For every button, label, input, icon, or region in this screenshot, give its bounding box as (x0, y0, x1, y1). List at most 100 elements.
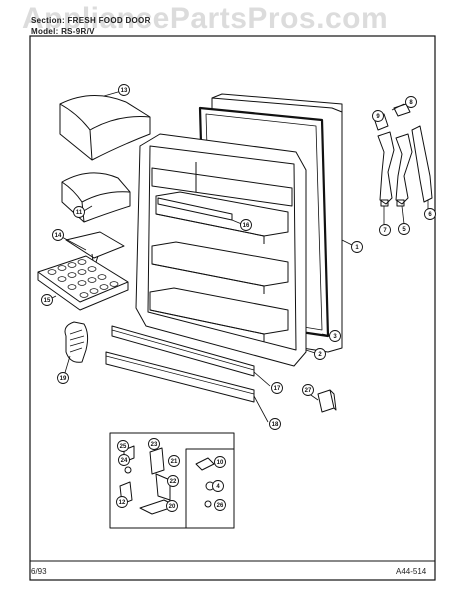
callout-8: 8 (405, 96, 417, 108)
callout-number: 27 (305, 388, 312, 394)
callout-20: 20 (166, 500, 178, 512)
callout-circle (212, 480, 224, 492)
callout-number: 20 (169, 504, 176, 510)
callout-number: 19 (60, 376, 67, 382)
watermark: AppliancePartsPros.com (22, 2, 389, 35)
callout-number: 1 (355, 245, 359, 251)
callout-27: 27 (302, 384, 314, 396)
callout-14: 14 (52, 229, 64, 241)
callout-circle (117, 440, 129, 452)
part-11-cover (61, 172, 131, 223)
callout-number: 24 (121, 458, 128, 464)
callout-number: 25 (120, 444, 127, 450)
callout-number: 26 (217, 503, 224, 509)
callout-number: 7 (383, 228, 387, 234)
callout-circle (73, 206, 85, 218)
inset-fastener-parts (195, 457, 215, 508)
callout-number: 22 (170, 479, 177, 485)
callout-circle (166, 500, 178, 512)
callout-markers: 1234567891011121314151617181920212223242… (41, 84, 436, 512)
part-7-hinge (377, 131, 395, 207)
callout-number: 3 (333, 334, 337, 340)
callout-19: 19 (57, 372, 69, 384)
callout-4: 4 (212, 480, 224, 492)
part-6-strip (411, 125, 433, 203)
callout-circle (424, 208, 436, 220)
callout-circle (214, 456, 226, 468)
footer-page-code: A44-514 (396, 567, 427, 576)
callout-6: 6 (424, 208, 436, 220)
part-27-stop (317, 389, 337, 413)
callout-24: 24 (118, 454, 130, 466)
callout-9: 9 (372, 110, 384, 122)
callout-circle (168, 455, 180, 467)
callout-number: 23 (151, 442, 158, 448)
callout-5: 5 (398, 223, 410, 235)
callout-circle (167, 475, 179, 487)
callout-2: 2 (314, 348, 326, 360)
inset-box-fasteners (185, 448, 235, 529)
callout-3: 3 (329, 330, 341, 342)
callout-circle (329, 330, 341, 342)
callout-number: 15 (44, 298, 51, 304)
part-18-rail (105, 351, 255, 403)
callout-circle (372, 110, 384, 122)
callout-circle (269, 418, 281, 430)
callout-circle (116, 496, 128, 508)
callout-11: 11 (73, 206, 85, 218)
callout-number: 12 (119, 500, 126, 506)
callout-number: 5 (402, 227, 406, 233)
callout-7: 7 (379, 224, 391, 236)
callout-number: 8 (409, 100, 413, 106)
section-label: Section: FRESH FOOD DOOR (31, 16, 151, 25)
callout-number: 21 (171, 459, 178, 465)
callout-circle (148, 438, 160, 450)
callout-number: 11 (76, 210, 83, 216)
model-label: Model: RS-9R/V (31, 27, 95, 36)
callout-17: 17 (271, 382, 283, 394)
callout-number: 10 (217, 460, 224, 466)
callout-circle (314, 348, 326, 360)
callout-21: 21 (168, 455, 180, 467)
callout-circle (271, 382, 283, 394)
callout-12: 12 (116, 496, 128, 508)
callout-circle (57, 372, 69, 384)
part-5-hinge (395, 133, 413, 207)
callout-number: 14 (55, 233, 62, 239)
callout-number: 4 (216, 484, 220, 490)
callout-circle (41, 294, 53, 306)
leader-lines (47, 89, 429, 423)
callout-circle (118, 454, 130, 466)
callout-22: 22 (167, 475, 179, 487)
callout-circle (379, 224, 391, 236)
callout-circle (351, 241, 363, 253)
part-13-cover (59, 94, 151, 161)
callout-25: 25 (117, 440, 129, 452)
callout-circle (240, 219, 252, 231)
callout-circle (405, 96, 417, 108)
callout-circle (118, 84, 130, 96)
footer-date: 6/93 (31, 567, 47, 576)
callout-circle (214, 499, 226, 511)
part-15-egg-tray (37, 255, 129, 311)
diagram-frame (29, 35, 436, 581)
part-2-liner (135, 133, 307, 367)
callout-18: 18 (269, 418, 281, 430)
callout-number: 13 (121, 88, 128, 94)
callout-number: 9 (376, 114, 380, 120)
callout-10: 10 (214, 456, 226, 468)
callout-26: 26 (214, 499, 226, 511)
callout-number: 6 (428, 212, 432, 218)
callout-15: 15 (41, 294, 53, 306)
callout-23: 23 (148, 438, 160, 450)
callout-number: 16 (243, 223, 250, 229)
callout-circle (52, 229, 64, 241)
part-19-gasket-detail (64, 321, 89, 363)
callout-13: 13 (118, 84, 130, 96)
part-14-egg-lid (65, 231, 125, 269)
callout-circle (302, 384, 314, 396)
callout-number: 17 (274, 386, 281, 392)
callout-number: 18 (272, 422, 279, 428)
